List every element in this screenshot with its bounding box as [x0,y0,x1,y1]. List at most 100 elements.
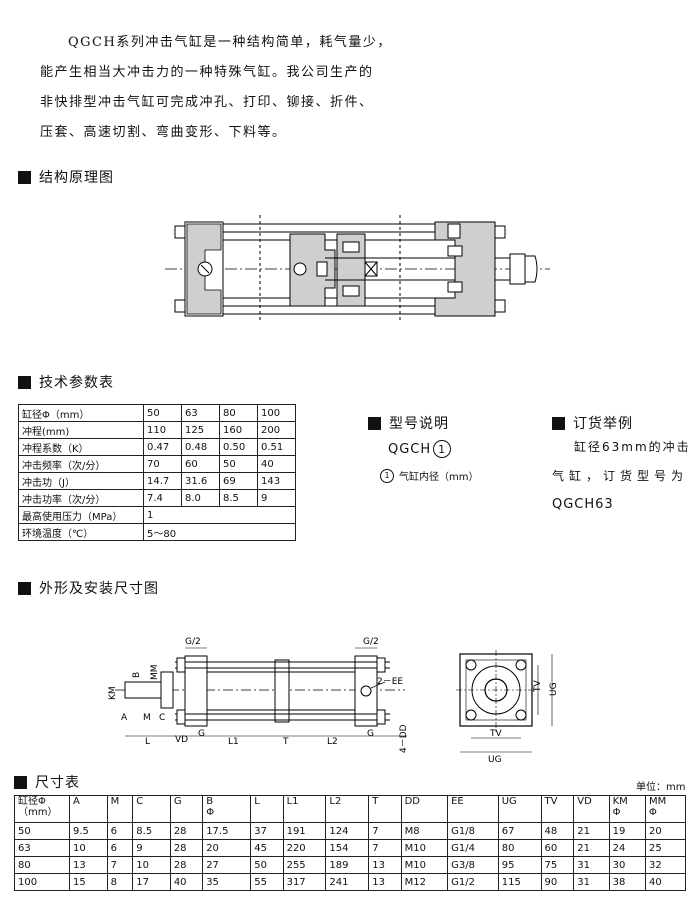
table-cell: A [69,795,108,823]
table-row: 冲程(mm) 110 125 160 200 [18,421,296,439]
circle-number-icon: 1 [380,468,394,483]
section-dims-title: 尺寸表 [14,772,80,792]
intro-line: 压套、高速切割、弯曲变形、下料等。 [40,125,287,140]
table-cell: L [250,795,284,823]
section-order-title: 订货举例 [552,413,633,433]
table-cell: 9 [132,839,171,857]
dim-label: UG [549,682,559,696]
table-cell: 124 [325,822,370,840]
table-cell: 8.5 [219,489,258,507]
table-cell: 缸径Φ（mm） [14,795,70,823]
table-row: 63 10 6 9 28 20 45 220 154 7 M10 G1/4 80… [14,839,686,857]
square-bullet-icon [14,775,27,789]
dim-label: L2 [327,737,338,747]
table-cell: T [368,795,402,823]
section-model-title: 型号说明 [368,413,449,433]
dim-label: KM [108,686,118,700]
table-cell: 14.7 [143,472,182,490]
table-cell: 13 [368,873,402,891]
section-label: 订货举例 [573,416,633,432]
table-cell: 20 [202,839,252,857]
table-cell: 8.5 [132,822,171,840]
table-cell: 20 [645,822,686,840]
table-cell: 7.4 [143,489,182,507]
table-cell: 19 [608,822,647,840]
table-cell: 25 [645,839,686,857]
section-label: 尺寸表 [35,775,80,791]
table-cell: 45 [250,839,284,857]
table-cell: 5～80 [143,523,296,541]
intro-line: 非快排型冲击气缸可完成冲孔、打印、铆接、折件、 [40,95,374,110]
table-cell: 255 [282,856,327,874]
intro-line: 能产生相当大冲击力的一种特殊气缸。我公司生产的 [40,65,374,80]
table-cell: 30 [608,856,647,874]
table-cell: 8.0 [181,489,220,507]
section-label: 技术参数表 [39,375,114,391]
table-cell: 154 [325,839,370,857]
table-cell: 60 [181,455,220,473]
dim-label: TV [489,729,502,739]
table-cell: 冲程系数（K） [18,438,144,456]
table-cell: 13 [69,856,108,874]
table-cell: TV [540,795,575,823]
table-cell: 115 [497,873,542,891]
table-cell: M10 [400,856,449,874]
intro-paragraph: QGCH系列冲击气缸是一种结构简单，耗气量少， 能产生相当大冲击力的一种特殊气缸… [40,28,400,148]
table-cell: 0.47 [143,438,182,456]
outline-side-view: G/2 G/2 2－EE B MM KM A M C L VD G L1 T L… [108,637,409,753]
table-row: 冲程系数（K） 0.47 0.48 0.50 0.51 [18,438,296,456]
dim-label: 2－EE [377,677,403,687]
table-cell: 最高使用压力（MPa） [18,506,144,524]
table-cell: UG [497,795,542,823]
dim-label: L1 [228,737,239,747]
table-cell: 67 [497,822,542,840]
table-cell: 0.51 [257,438,296,456]
table-row: 80 13 7 10 28 27 50 255 189 13 M10 G3/8 … [14,856,686,874]
table-cell: 69 [219,472,258,490]
table-cell: G1/8 [447,822,499,840]
table-cell: 75 [540,856,575,874]
table-cell: 40 [169,873,204,891]
table-cell: 63 [181,404,220,422]
table-cell: 缸径Φ（mm） [18,404,144,422]
table-cell: 31 [573,873,610,891]
section-label: 型号说明 [389,416,449,432]
table-cell: G1/2 [447,873,499,891]
table-cell: 28 [169,839,204,857]
table-cell: 100 [14,873,70,891]
table-row: 100 15 8 17 40 35 55 317 241 13 M12 G1/2… [14,873,686,891]
order-line: 气缸，订货型号为 [552,469,689,483]
table-row: 环境温度（℃） 5～80 [18,523,296,541]
square-bullet-icon [552,416,565,430]
circle-number-icon: 1 [433,440,452,458]
table-cell: 110 [143,421,182,439]
table-cell: 7 [368,822,402,840]
table-cell: 7 [106,856,134,874]
table-cell: M [106,795,134,823]
table-cell: 31 [573,856,610,874]
table-cell: 6 [106,822,134,840]
table-cell: 38 [608,873,647,891]
dim-label: G [367,729,374,739]
table-cell: 32 [645,856,686,874]
table-cell: 13 [368,856,402,874]
table-cell: 17 [132,873,171,891]
table-cell: 21 [573,839,610,857]
table-cell: 冲击功率（次/分） [18,489,144,507]
table-cell: 6 [106,839,134,857]
table-cell: 125 [181,421,220,439]
square-bullet-icon [18,170,31,184]
model-code: QGCH 1 [388,440,452,458]
table-cell: 241 [325,873,370,891]
dim-label: 4－DD [399,724,409,753]
table-cell: 100 [257,404,296,422]
table-cell: 10 [132,856,171,874]
table-cell: 317 [282,873,327,891]
dim-label: MM [150,664,160,680]
table-cell: 220 [282,839,327,857]
table-cell: M10 [400,839,449,857]
dim-label: A [121,713,128,723]
table-cell: 0.50 [219,438,258,456]
table-cell: 1 [143,506,296,524]
